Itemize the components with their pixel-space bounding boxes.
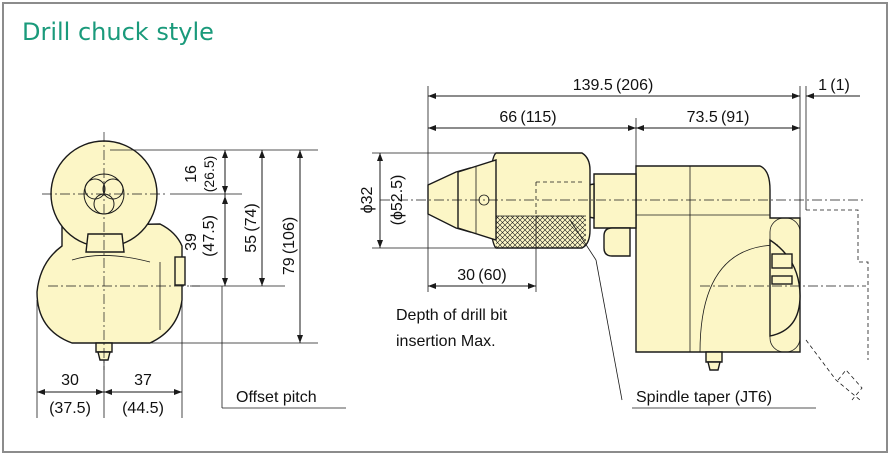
side-callouts: Depth of drill bit insertion Max. Spindl…	[396, 219, 816, 409]
side-dimensions: 139.5 (206) 1 (1) 66 (115) 73.5 (91) ϕ32…	[359, 77, 860, 292]
dim-body-length: 73.5 (91)	[687, 109, 750, 126]
dim-width-left: 30	[61, 372, 79, 389]
depth-label-line2: insertion Max.	[396, 333, 496, 350]
side-view	[380, 152, 869, 401]
front-view	[36, 132, 200, 370]
dim-top-offset: 16	[183, 165, 200, 183]
mounting-outline	[806, 209, 869, 360]
depth-label-line1: Depth of drill bit	[396, 307, 508, 324]
side-knob	[603, 227, 631, 257]
front-neck	[85, 233, 125, 253]
front-vertical-dimensions: 16 (26.5) 39 (47.5) 55 (74) 79 (106)	[110, 149, 318, 344]
dim-width-left-alt: (37.5)	[49, 400, 91, 417]
figure-title: Drill chuck style	[22, 18, 214, 46]
dim-chuck-dia: ϕ32	[359, 187, 376, 214]
offset-pitch-label: Offset pitch	[236, 389, 317, 406]
front-grease-nipple	[95, 342, 113, 353]
end-switch	[771, 253, 793, 269]
dim-depth: 30 (60)	[457, 267, 506, 284]
dim-top-offset-alt: (26.5)	[201, 156, 217, 193]
dim-width-right: 37	[134, 372, 152, 389]
side-collar	[593, 173, 637, 229]
dim-offset-39: 39	[183, 233, 200, 251]
dim-offset-39-alt: (47.5)	[201, 215, 218, 257]
dim-end-gap: 1 (1)	[818, 77, 850, 94]
side-tab	[174, 256, 186, 286]
front-horizontal-dimensions: 30 (37.5) 37 (44.5)	[36, 300, 183, 418]
dim-chuck-length: 66 (115)	[499, 109, 556, 126]
spindle-taper-label: Spindle taper (JT6)	[636, 389, 772, 406]
offset-pitch-callout: Offset pitch	[221, 286, 346, 409]
dim-height-79: 79 (106)	[281, 217, 298, 275]
dim-height-55: 55 (74)	[243, 203, 260, 252]
dim-overall-length: 139.5 (206)	[573, 77, 654, 94]
side-grease-nipple	[705, 351, 723, 363]
dim-chuck-dia-alt: (ϕ52.5)	[389, 175, 406, 226]
dim-width-right-alt: (44.5)	[122, 400, 164, 417]
